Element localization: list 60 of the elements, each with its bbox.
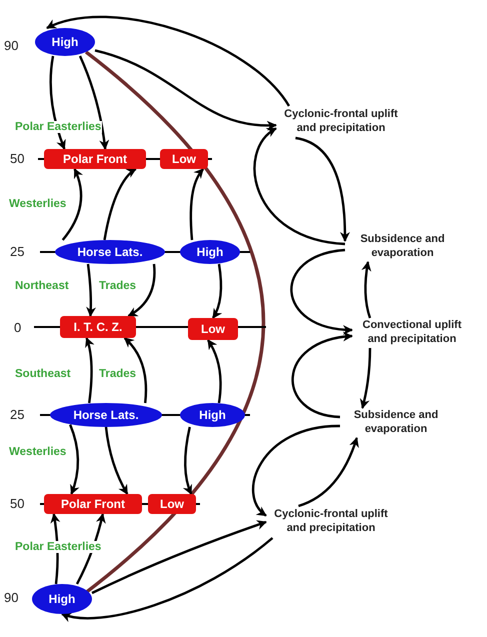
arrow: [76, 513, 106, 585]
wind-label: Polar Easterlies: [14, 121, 102, 133]
wind-label: Trades: [98, 368, 138, 380]
wind-label: Westerlies: [8, 198, 68, 210]
latitude-number: 90: [4, 38, 18, 53]
arrow: [206, 339, 222, 404]
arrow: [253, 127, 346, 246]
wind-label: Northeast: [14, 280, 70, 292]
wind-label: Trades: [98, 280, 138, 292]
process-label: Subsidence and evaporation: [340, 408, 452, 438]
arrow: [94, 49, 277, 130]
pressure-zone-box: I. T. C. Z.: [60, 316, 136, 338]
process-label: Convectional uplift and precipitation: [352, 318, 472, 348]
pressure-ellipse: High: [32, 584, 92, 614]
pressure-ellipse: High: [180, 403, 245, 427]
arrow: [69, 424, 80, 495]
wind-label: Southeast: [14, 368, 72, 380]
arrow: [91, 520, 267, 594]
arrow: [360, 348, 372, 409]
arrow: [78, 56, 110, 150]
arrow: [362, 261, 372, 318]
arrow: [292, 332, 353, 418]
pressure-zone-box: Low: [148, 494, 196, 514]
arrow: [295, 136, 350, 242]
arrow: [84, 337, 94, 404]
arrow: [128, 264, 156, 318]
wind-label: Westerlies: [8, 446, 68, 458]
pressure-ellipse: Horse Lats.: [55, 240, 165, 264]
wind-label: Polar Easterlies: [14, 541, 102, 553]
arrow: [103, 168, 137, 240]
latitude-number: 90: [4, 590, 18, 605]
pressure-ellipse: High: [35, 28, 95, 56]
pressure-zone-box: Polar Front: [44, 149, 146, 169]
pressure-ellipse: High: [180, 240, 240, 264]
process-label: Cyclonic-frontal uplift and precipitation: [276, 106, 406, 138]
arrow: [86, 264, 96, 317]
pressure-ellipse: Horse Lats.: [50, 403, 162, 427]
process-label: Subsidence and evaporation: [345, 232, 460, 262]
arrow: [104, 426, 128, 495]
arrow: [252, 424, 340, 516]
arrow: [50, 56, 66, 150]
pressure-zone-box: Low: [160, 149, 208, 169]
arrow: [190, 168, 204, 240]
arrow: [50, 513, 60, 584]
arrow: [290, 248, 353, 334]
pressure-zone-box: Low: [188, 318, 238, 340]
latitude-number: 50: [10, 496, 24, 511]
arrow: [61, 537, 274, 622]
arrow: [124, 337, 148, 404]
latitude-number: 25: [10, 244, 24, 259]
arrow: [212, 264, 222, 319]
process-label: Cyclonic-frontal uplift and precipitation: [266, 506, 396, 538]
latitude-number: 25: [10, 407, 24, 422]
arrow: [298, 437, 359, 508]
arrow: [62, 168, 83, 241]
arrow: [183, 426, 192, 495]
arrow: [46, 16, 290, 107]
latitude-number: 0: [14, 320, 22, 335]
latitude-number: 50: [10, 151, 24, 166]
pressure-zone-box: Polar Front: [44, 494, 142, 514]
